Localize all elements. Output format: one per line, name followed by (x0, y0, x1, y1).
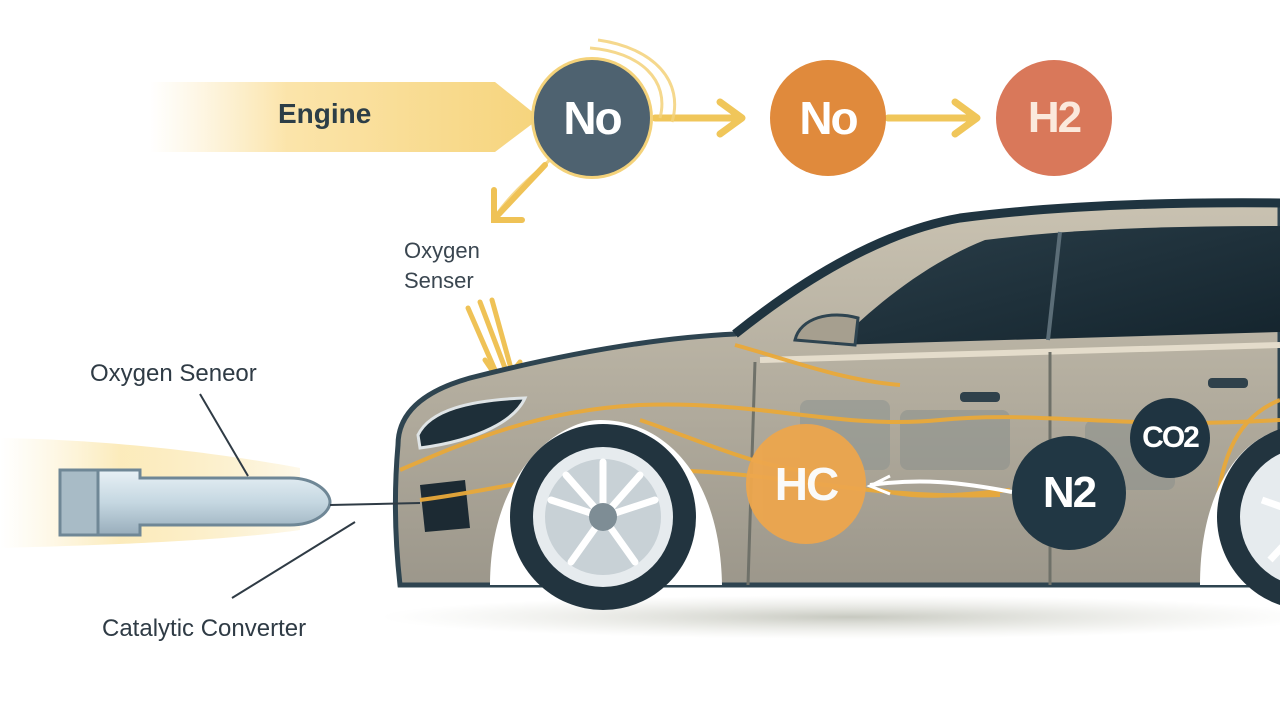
ground-shadow (380, 595, 1280, 639)
molecule-no-dark-label: No (563, 92, 622, 144)
molecule-n2-label: N2 (1042, 468, 1097, 517)
engine-label: Engine (278, 98, 372, 129)
molecule-no-dark: No (534, 60, 650, 176)
molecule-no-orange-label: No (799, 92, 858, 144)
oxygen-sensor-label-top: Oxygen Senser (404, 236, 480, 296)
catalytic-converter-unit (58, 468, 421, 537)
molecule-n2: N2 (1012, 436, 1126, 550)
molecule-h2-label: H2 (1027, 93, 1082, 142)
molecule-co2: CO2 (1130, 398, 1210, 478)
leader-lines (199, 393, 356, 599)
rear-wheel (1200, 428, 1280, 606)
molecule-hc-label: HC (774, 458, 839, 510)
down-arrow-to-sensor (491, 162, 548, 223)
molecule-no-orange: No (770, 60, 886, 176)
catalytic-converter-label: Catalytic Converter (102, 615, 307, 642)
molecule-co2-label: CO2 (1142, 421, 1200, 454)
oxygen-sensor-label-top-line1: Oxygen (404, 238, 480, 263)
molecule-h2: H2 (996, 60, 1112, 176)
sensor-pointer-arrows (465, 297, 523, 390)
oxygen-sensor-label-top-line2: Senser (404, 268, 474, 293)
oxygen-sensor-label-left: Oxygen Seneor (90, 360, 257, 387)
flow-arrows (651, 98, 981, 138)
engine-flow-banner (150, 82, 540, 152)
molecule-hc: HC (746, 424, 866, 544)
front-wheel (490, 420, 722, 610)
